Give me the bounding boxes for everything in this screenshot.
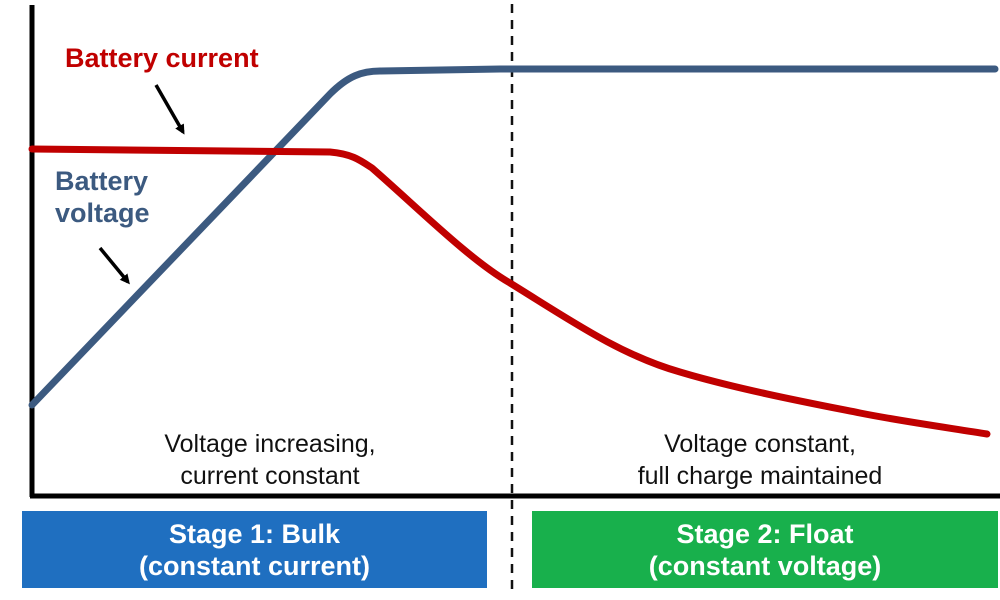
- stage2-float-box: Stage 2: Float (constant voltage): [532, 511, 998, 588]
- battery-voltage-label: Battery: [55, 166, 149, 196]
- stage2-title: Stage 2: Float: [676, 518, 854, 549]
- stage1-subtitle: (constant current): [138, 550, 371, 581]
- bulk-region-line1: Voltage increasing,: [164, 430, 376, 458]
- battery-current-curve: [28, 145, 991, 438]
- battery-current-label: Battery current: [65, 43, 259, 73]
- float-region-line2: full charge maintained: [637, 462, 883, 490]
- battery-voltage-label-line2: voltage: [55, 198, 150, 228]
- float-region-line1: Voltage constant,: [664, 430, 856, 458]
- stage2-subtitle: (constant voltage): [648, 550, 882, 581]
- battery-voltage-curve: [28, 65, 999, 409]
- voltage-pointer-arrow: [98, 246, 130, 285]
- float-region-description: Voltage constant, full charge maintained: [540, 428, 980, 492]
- bulk-region-line2: current constant: [180, 462, 360, 490]
- stage1-bulk-box: Stage 1: Bulk (constant current): [22, 511, 487, 588]
- stage1-title: Stage 1: Bulk: [168, 518, 341, 549]
- current-pointer-arrow: [154, 84, 185, 135]
- bulk-region-description: Voltage increasing, current constant: [60, 428, 480, 492]
